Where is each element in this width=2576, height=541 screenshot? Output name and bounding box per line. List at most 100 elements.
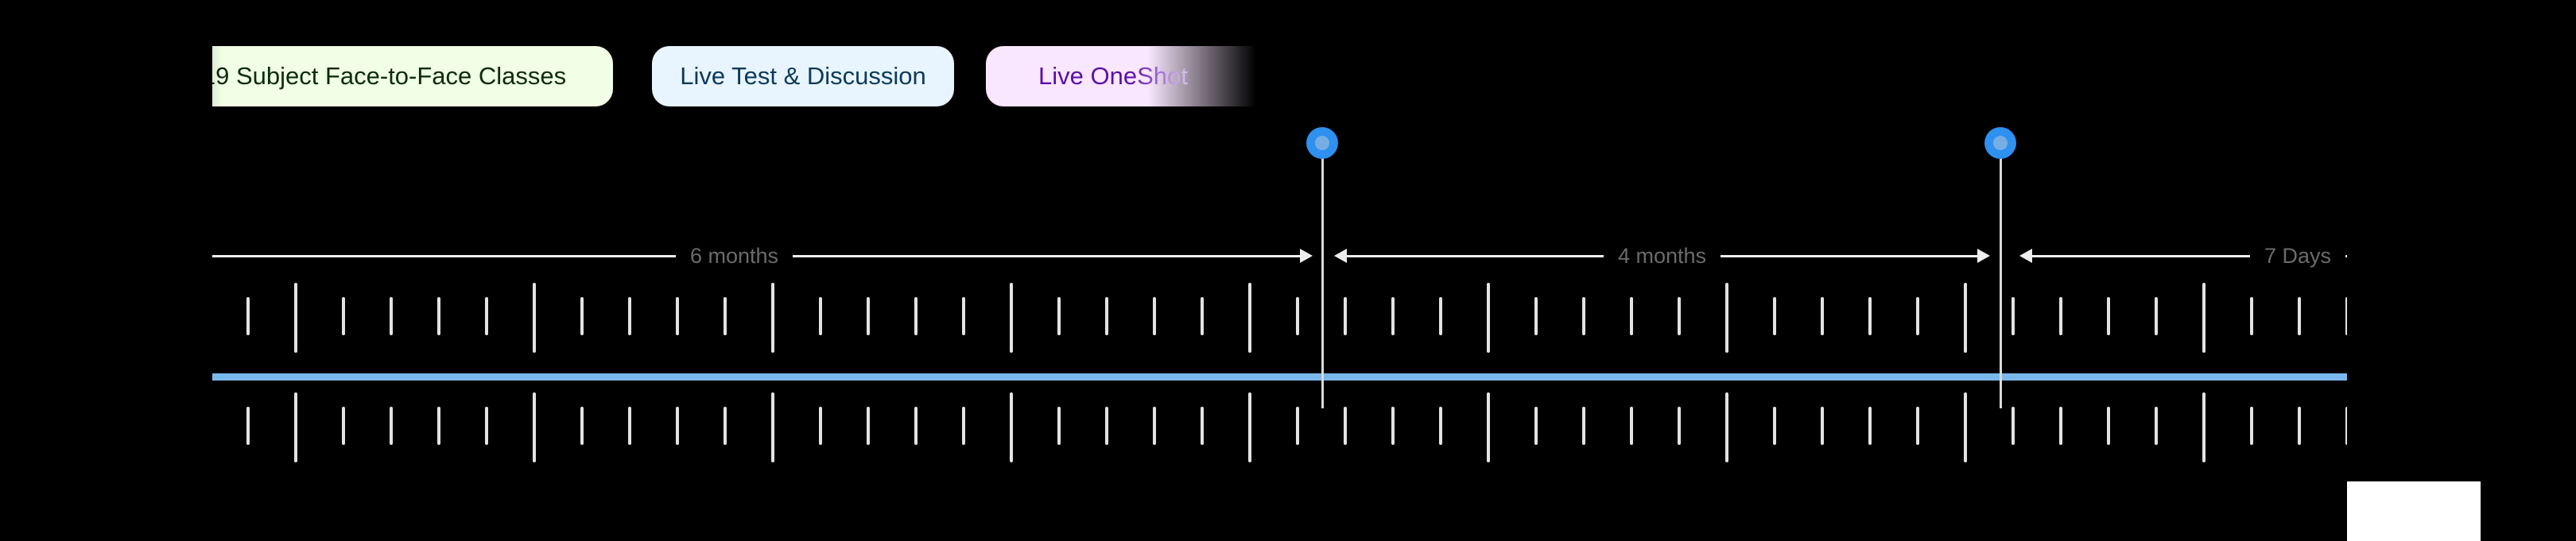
ruler-tick-minor — [2489, 297, 2492, 335]
pin-stem — [1321, 154, 1324, 408]
ruler-tick-minor — [2298, 297, 2301, 335]
phase-pill-live-oneshot[interactable]: Live OneShot — [986, 46, 1256, 106]
ruler-tick-minor — [390, 297, 393, 335]
ruler-tick-minor — [2345, 297, 2349, 335]
phase-pill-face-to-face-classes[interactable]: 19 Subject Face-to-Face Classes — [83, 46, 613, 106]
ruler-tick-minor — [1582, 297, 1585, 335]
ruler-tick-minor — [914, 407, 918, 445]
ruler-tick-major — [771, 392, 774, 462]
ruler-tick-minor — [342, 407, 345, 445]
ruler-tick-minor — [914, 297, 918, 335]
ruler-tick-minor — [2250, 297, 2253, 335]
ruler-tick-major — [1964, 392, 1967, 462]
ruler-tick-major — [533, 392, 536, 462]
ruler-tick-minor — [2250, 407, 2253, 445]
ruler-tick-minor — [580, 297, 584, 335]
ruler-tick-minor — [819, 297, 822, 335]
ruler-tick-minor — [103, 407, 107, 445]
ruler-tick-minor — [2012, 297, 2015, 335]
ruler-tick-minor — [199, 407, 202, 445]
ruler-tick-minor — [1821, 297, 1824, 335]
ruler-tick-minor — [724, 407, 727, 445]
ruler-tick-minor — [199, 297, 202, 335]
ruler-tick-minor — [2107, 407, 2110, 445]
ruler-tick-major — [2202, 283, 2206, 353]
ruler-tick-minor — [1105, 297, 1108, 335]
ruler-tick-minor — [1916, 407, 1919, 445]
letterbox-bottom-left — [0, 481, 212, 541]
ruler-tick-major — [1010, 392, 1013, 462]
ruler-tick-minor — [1534, 297, 1538, 335]
ruler-tick-minor — [246, 407, 250, 445]
ruler-tick-minor — [1344, 297, 1347, 335]
ruler-tick-minor — [628, 407, 631, 445]
ruler-tick-major — [1725, 283, 1728, 353]
ruler-tick-minor — [1201, 407, 1204, 445]
ruler-tick-minor — [103, 297, 107, 335]
ruler-tick-minor — [151, 407, 154, 445]
ruler-tick-minor — [962, 297, 965, 335]
ruler-tick-minor — [819, 407, 822, 445]
ruler-tick-minor — [580, 407, 584, 445]
ruler-tick-major — [294, 392, 297, 462]
ruler-tick-minor — [2059, 297, 2062, 335]
ruler-tick-minor — [1534, 407, 1538, 445]
ruler-tick-minor — [628, 297, 631, 335]
ruler-tick-major — [294, 283, 297, 353]
ruler-tick-minor — [1868, 407, 1872, 445]
timeline-divider — [0, 373, 2576, 381]
letterbox-bottom — [212, 483, 2347, 541]
ruler-tick-minor — [1057, 407, 1061, 445]
ruler-tick-minor — [724, 297, 727, 335]
arrow-right-icon — [2563, 249, 2576, 263]
ruler-tick-minor — [485, 407, 488, 445]
pin-stem — [1999, 154, 2002, 408]
ruler-tick-minor — [437, 407, 440, 445]
ruler-tick-major — [2202, 392, 2206, 462]
ruler-tick-major — [1248, 392, 1251, 462]
ruler-tick-minor — [2107, 297, 2110, 335]
ruler-tick-minor — [1678, 407, 1681, 445]
ruler-tick-major — [1725, 392, 1728, 462]
ruler-tick-minor — [2345, 407, 2349, 445]
ruler-tick-minor — [1296, 297, 1299, 335]
ruler-tick-minor — [1201, 297, 1204, 335]
ruler-tick-minor — [1439, 297, 1442, 335]
ruler-tick-minor — [1916, 297, 1919, 335]
ruler-tick-minor — [1057, 297, 1061, 335]
ruler-tick-minor — [1391, 407, 1395, 445]
phase-label: Live OneShot — [1038, 62, 1188, 90]
ruler-tick-major — [1248, 283, 1251, 353]
ruler-tick-major — [2441, 283, 2444, 353]
ruler-tick-minor — [867, 297, 870, 335]
ruler-tick-major — [1964, 283, 1967, 353]
ruler-tick-major — [533, 283, 536, 353]
ruler-tick-minor — [390, 407, 393, 445]
map-pin-icon — [1984, 127, 2016, 159]
ruler-tick-minor — [676, 407, 679, 445]
ruler-tick-minor — [485, 297, 488, 335]
ruler-tick-minor — [2059, 407, 2062, 445]
phase-label: Live Test & Discussion — [680, 62, 926, 90]
ruler-tick-minor — [437, 297, 440, 335]
axis-caption-batch-start-date: Batch start date — [35, 189, 60, 341]
ruler-tick-major — [771, 283, 774, 353]
ruler-tick-minor — [2298, 407, 2301, 445]
ruler-tick-minor — [1153, 297, 1156, 335]
ruler-tick-minor — [1678, 297, 1681, 335]
ruler-tick-minor — [1153, 407, 1156, 445]
ruler-tick-minor — [1439, 407, 1442, 445]
ruler-tick-minor — [2393, 407, 2396, 445]
ruler-tick-minor — [2393, 297, 2396, 335]
ruler-tick-major — [2441, 392, 2444, 462]
phase-pill-live-test-discussion[interactable]: Live Test & Discussion — [652, 46, 954, 106]
ruler-tick-minor — [1630, 407, 1633, 445]
ruler-tick-minor — [1773, 407, 1776, 445]
ruler-tick-minor — [962, 407, 965, 445]
ruler-tick-minor — [2536, 407, 2539, 445]
ruler-top — [0, 280, 2576, 367]
ruler-tick-minor — [676, 297, 679, 335]
ruler-tick-minor — [1773, 297, 1776, 335]
ruler-tick-minor — [2155, 407, 2158, 445]
